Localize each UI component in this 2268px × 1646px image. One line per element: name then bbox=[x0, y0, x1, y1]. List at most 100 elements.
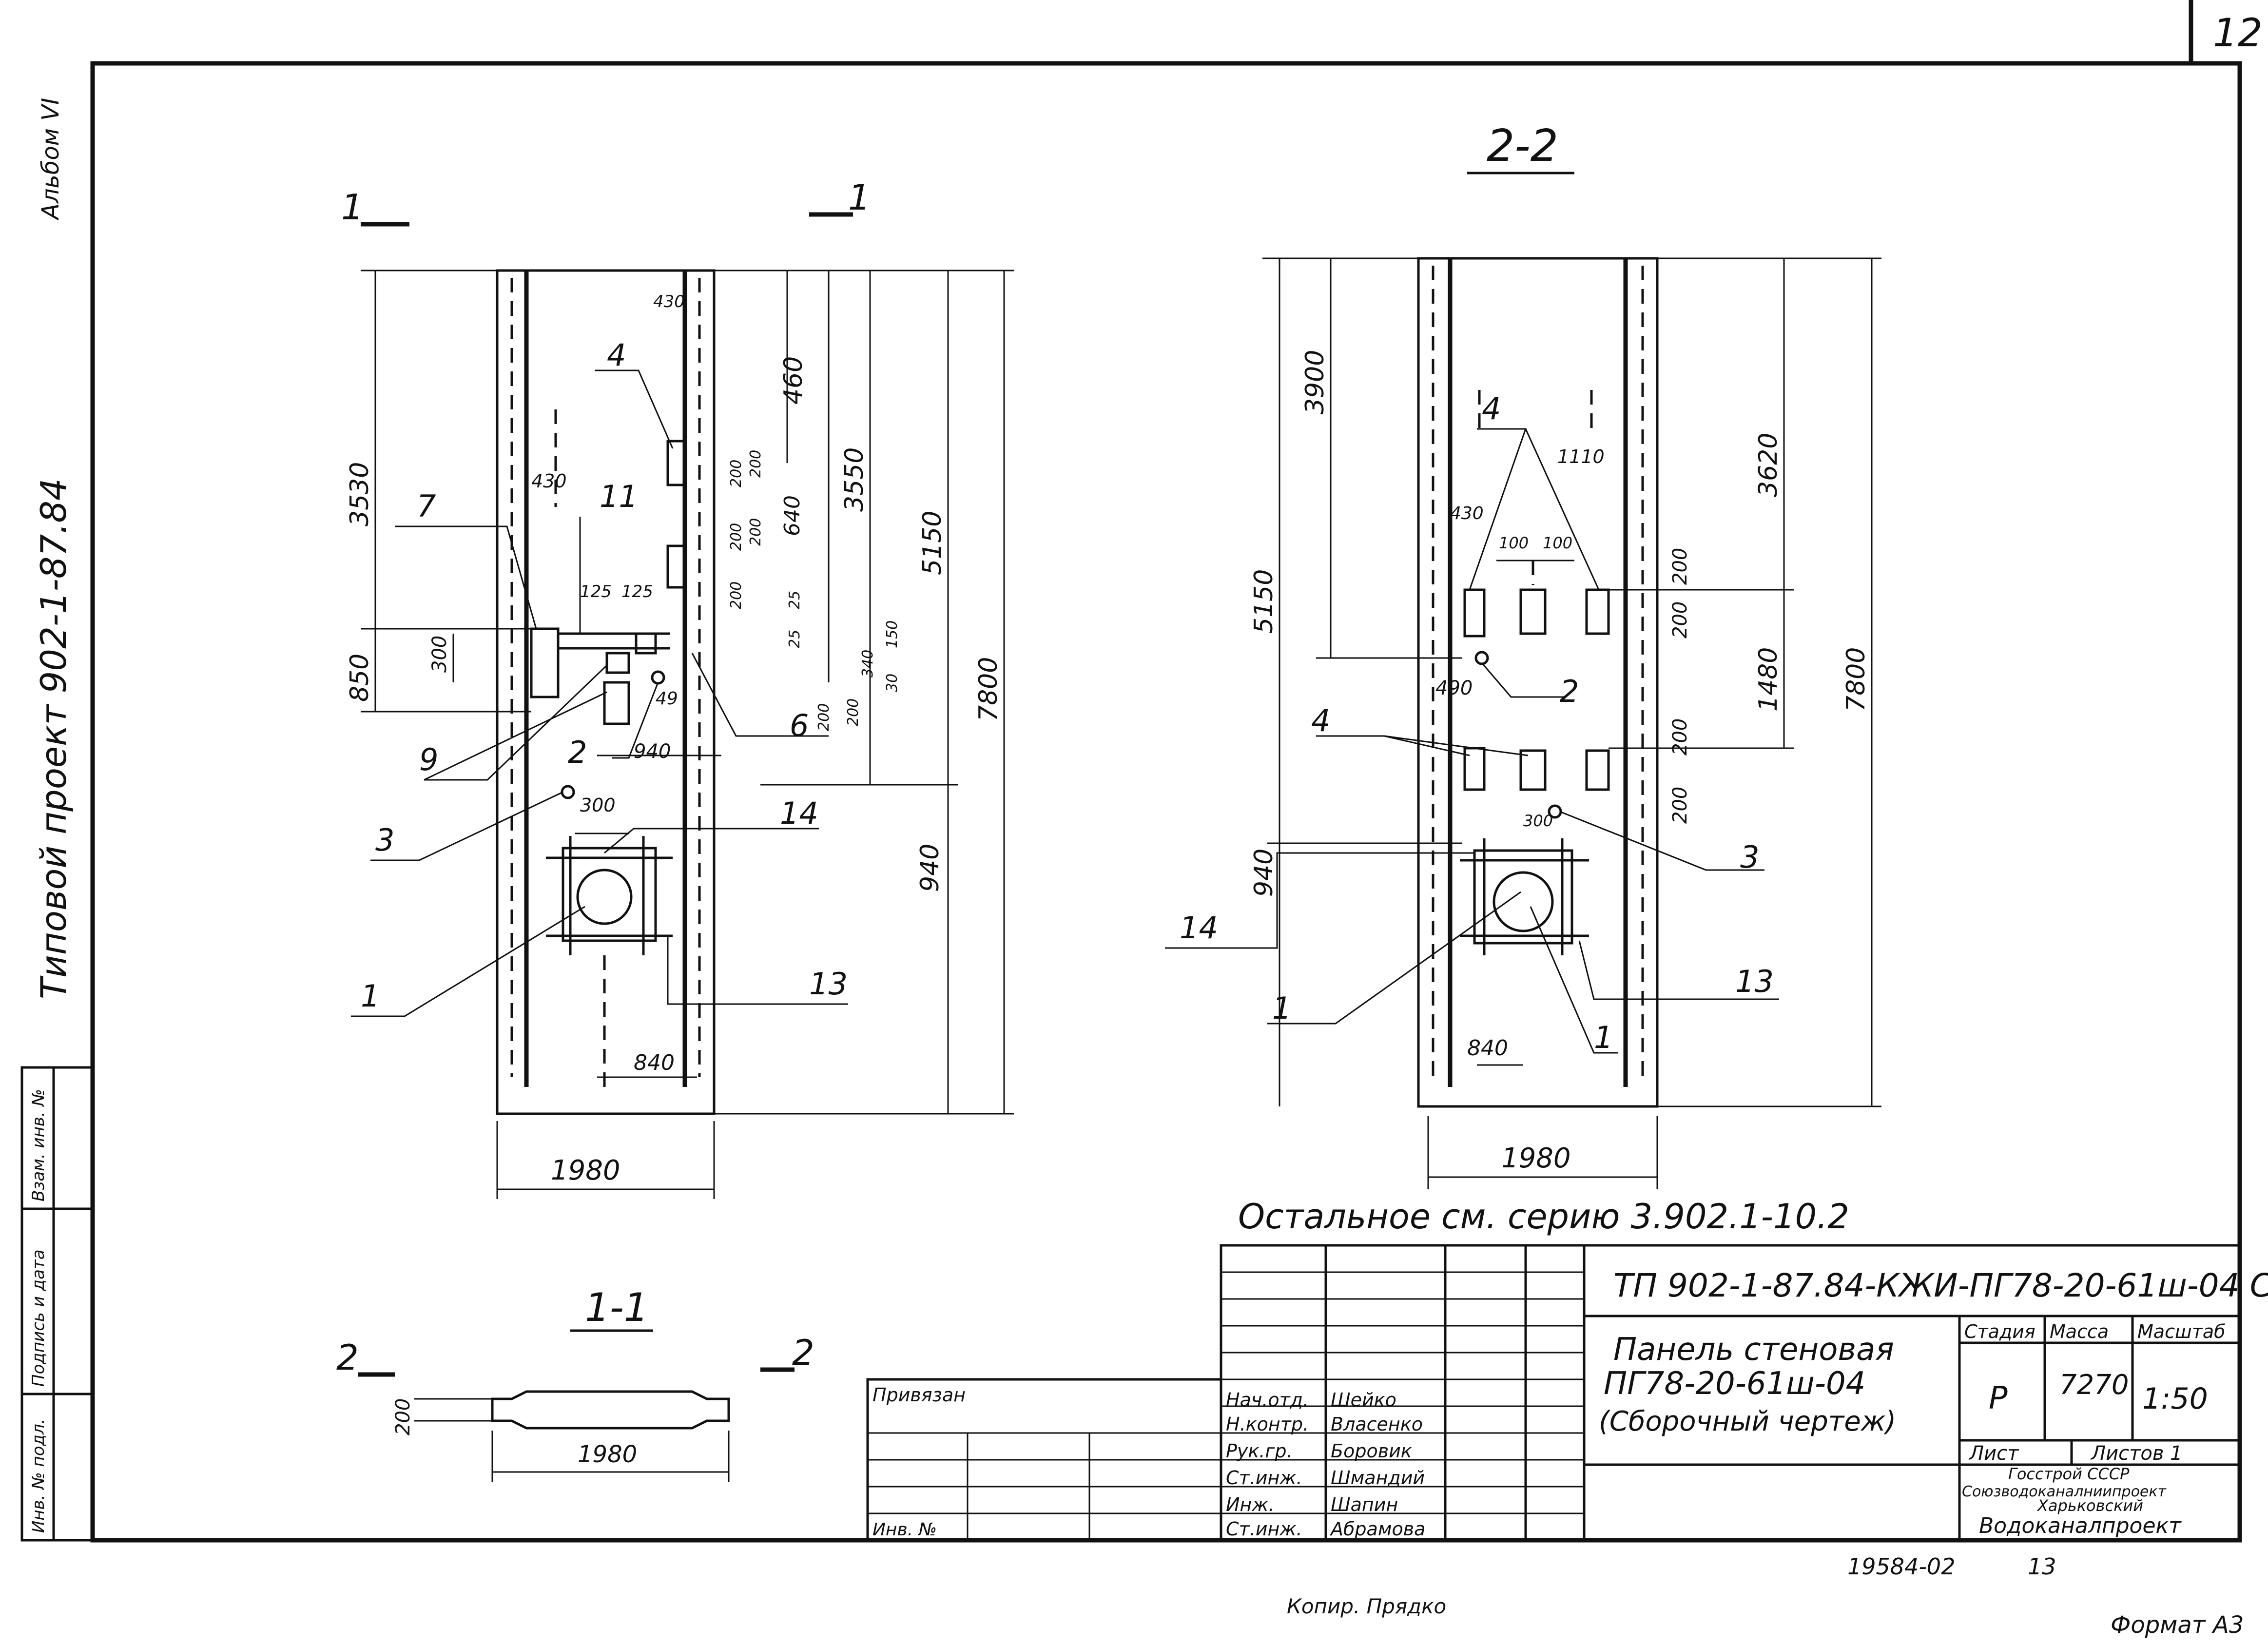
org-line-2: Союзводоканалниипроект bbox=[1962, 1483, 2167, 1500]
left-dim-840: 840 bbox=[634, 1050, 675, 1075]
left-dim-7800: 7800 bbox=[974, 657, 1003, 721]
right-callout-4-mid: 4 bbox=[1311, 703, 1330, 738]
left-callout-7: 7 bbox=[417, 488, 436, 524]
right-dim-200-b: 200 bbox=[1669, 601, 1691, 639]
left-dim-850: 850 bbox=[345, 654, 374, 702]
left-callout-2: 2 bbox=[568, 735, 587, 770]
role-6: Ст.инж. bbox=[1226, 1518, 1302, 1540]
right-panel-view bbox=[1417, 257, 1659, 1108]
left-cut-mark-1: 1 bbox=[341, 187, 364, 228]
series-note: Остальное см. серию 3.902.1-10.2 bbox=[1238, 1197, 1849, 1237]
left-dim-125-a: 125 bbox=[580, 582, 612, 601]
orig-inv-label: Инв. № подл. bbox=[29, 1418, 48, 1533]
scale-value: 1:50 bbox=[2142, 1382, 2208, 1416]
header-scale: Масштаб bbox=[2137, 1321, 2226, 1342]
name-4: Шмандий bbox=[1331, 1467, 1425, 1489]
right-dim-5150: 5150 bbox=[1249, 569, 1279, 634]
section-profile bbox=[491, 1390, 730, 1430]
left-dim-430-b: 430 bbox=[653, 292, 685, 311]
org-line-4: Водоканалпроект bbox=[1979, 1513, 2182, 1538]
role-3: Рук.гр. bbox=[1226, 1440, 1293, 1462]
right-leaders bbox=[1165, 428, 1779, 1054]
org-line-3: Харьковский bbox=[2036, 1496, 2143, 1515]
name-3: Боровик bbox=[1331, 1440, 1412, 1462]
role-1: Нач.отд. bbox=[1226, 1389, 1309, 1411]
left-dim-640: 640 bbox=[780, 495, 805, 536]
left-callout-14: 14 bbox=[780, 795, 818, 831]
right-dim-7800: 7800 bbox=[1842, 647, 1871, 712]
left-dim-200-a: 200 bbox=[728, 460, 745, 487]
left-dim-125-b: 125 bbox=[621, 582, 653, 601]
right-dim-300: 300 bbox=[1523, 812, 1553, 830]
stage-value: Р bbox=[1989, 1380, 2008, 1416]
right-dim-200-a: 200 bbox=[1669, 548, 1691, 585]
header-stage: Стадия bbox=[1964, 1321, 2035, 1342]
left-dim-49: 49 bbox=[656, 689, 678, 709]
right-callout-2: 2 bbox=[1560, 674, 1579, 709]
org-line-1: Госстрой СССР bbox=[2008, 1465, 2130, 1483]
left-dim-30: 30 bbox=[884, 674, 901, 692]
title-line-1: Панель стеновая bbox=[1613, 1332, 1894, 1368]
right-callout-4-top: 4 bbox=[1482, 391, 1501, 426]
left-dim-940-inner: 940 bbox=[634, 740, 671, 763]
left-dim-200-c: 200 bbox=[728, 523, 745, 551]
left-leaders bbox=[351, 369, 848, 1017]
album-label: Альбом VI bbox=[37, 98, 64, 221]
left-dim-5150: 5150 bbox=[918, 511, 947, 575]
header-mass: Масса bbox=[2050, 1321, 2109, 1342]
section-height-label: 200 bbox=[392, 1398, 414, 1435]
right-dim-490: 490 bbox=[1435, 677, 1473, 699]
doc-code: ТП 902-1-87.84-КЖИ-ПГ78-20-61ш-04 СБ bbox=[1613, 1267, 2268, 1304]
left-width-label: 1980 bbox=[551, 1155, 620, 1186]
mass-value: 7270 bbox=[2059, 1369, 2129, 1401]
sheet-label: Лист bbox=[1968, 1442, 2019, 1465]
right-dim-1110: 1110 bbox=[1557, 446, 1605, 467]
format-label: Формат А3 bbox=[2111, 1611, 2244, 1639]
name-1: Шейко bbox=[1331, 1389, 1396, 1411]
left-callout-3: 3 bbox=[375, 822, 394, 858]
title-line-2: ПГ78-20-61ш-04 bbox=[1604, 1366, 1865, 1402]
left-callout-9: 9 bbox=[419, 742, 438, 777]
right-dim-430: 430 bbox=[1450, 503, 1484, 523]
left-callout-13: 13 bbox=[809, 966, 848, 1002]
name-2: Власенко bbox=[1331, 1414, 1423, 1435]
left-dim-150: 150 bbox=[884, 620, 901, 648]
left-callout-6: 6 bbox=[790, 708, 809, 743]
archive-sheet: 13 bbox=[2028, 1553, 2056, 1580]
role-2: Н.контр. bbox=[1226, 1414, 1309, 1435]
title-line-3: (Сборочный чертеж) bbox=[1599, 1406, 1896, 1437]
role-5: Инж. bbox=[1226, 1494, 1275, 1515]
right-callout-14: 14 bbox=[1180, 910, 1218, 946]
right-callout-13: 13 bbox=[1735, 964, 1774, 999]
right-callout-3: 3 bbox=[1740, 839, 1759, 875]
left-cut-mark-2: 1 bbox=[848, 177, 871, 218]
right-dim-940: 940 bbox=[1249, 849, 1279, 897]
replace-inv-label: Взам. инв. № bbox=[29, 1089, 48, 1201]
sheets-label: Листов 1 bbox=[2090, 1442, 2183, 1465]
right-dim-840: 840 bbox=[1467, 1036, 1508, 1061]
right-dim-200-c: 200 bbox=[1669, 718, 1691, 755]
right-dim-3900: 3900 bbox=[1300, 350, 1330, 414]
name-6: Абрамова bbox=[1329, 1518, 1425, 1540]
side-stamp bbox=[20, 1066, 94, 1542]
title-block bbox=[866, 1244, 2241, 1542]
right-dimension-lines bbox=[1262, 257, 1881, 1189]
sheet-number: 12 bbox=[2213, 10, 2263, 56]
left-dim-340: 340 bbox=[859, 650, 876, 678]
project-label: Типовой проект 902-1-87.84 bbox=[33, 478, 74, 999]
right-callout-1-right: 1 bbox=[1594, 1020, 1613, 1055]
left-dim-200-d: 200 bbox=[747, 518, 764, 546]
left-dim-430-a: 430 bbox=[531, 470, 567, 492]
left-dim-3550: 3550 bbox=[840, 447, 869, 512]
sheet-frame bbox=[90, 61, 2242, 1543]
right-view-title: 2-2 bbox=[1487, 120, 1558, 172]
right-dim-100-a: 100 bbox=[1499, 534, 1529, 552]
right-dim-100-b: 100 bbox=[1543, 534, 1572, 552]
left-dim-940: 940 bbox=[915, 844, 945, 892]
left-dim-200-f: 200 bbox=[845, 698, 862, 726]
sign-date-label: Подпись и дата bbox=[29, 1249, 48, 1387]
right-dim-200-d: 200 bbox=[1669, 787, 1691, 824]
left-callout-11: 11 bbox=[600, 479, 638, 514]
section-mark-left: 2 bbox=[336, 1337, 359, 1378]
